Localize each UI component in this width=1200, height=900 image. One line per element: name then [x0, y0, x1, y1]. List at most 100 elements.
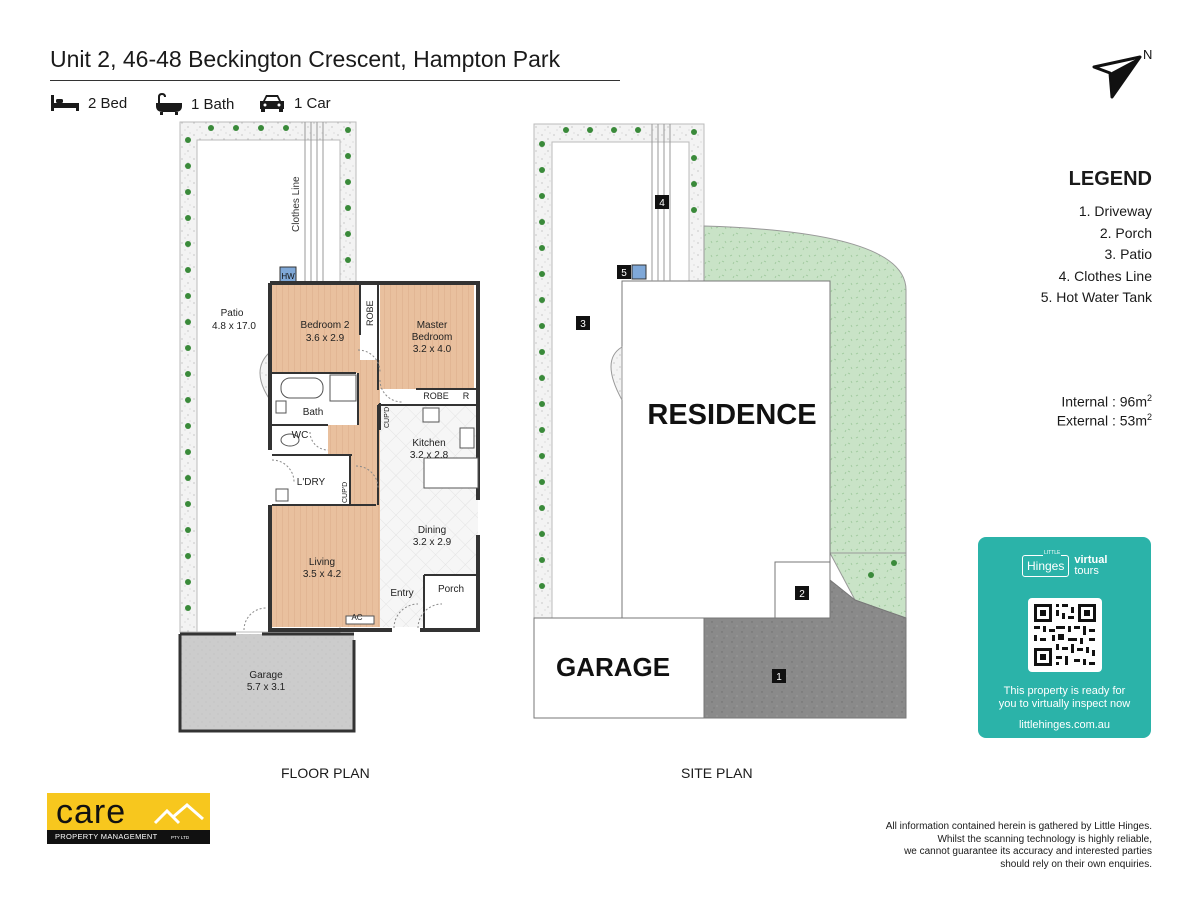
- cupd-upper-label: CUP'D: [384, 407, 391, 428]
- clothes-line-label: Clothes Line: [291, 176, 302, 232]
- legend-item: 5. Hot Water Tank: [1040, 289, 1152, 305]
- ac-label: AC: [351, 613, 362, 622]
- page-title: Unit 2, 46-48 Beckington Crescent, Hampt…: [50, 46, 561, 72]
- patio-dims: 4.8 x 17.0: [212, 321, 256, 332]
- legend-item: 1. Driveway: [1078, 203, 1152, 219]
- baths-label: 1 Bath: [191, 95, 235, 113]
- marker-4-label: 4: [659, 198, 665, 209]
- garden-plants: [185, 125, 351, 611]
- basin-icon: [275, 400, 287, 414]
- logo-little: LITTLE: [1043, 550, 1062, 556]
- external-area-label: External : 53m: [1056, 412, 1147, 429]
- kitchen-sink-icon: [459, 427, 475, 449]
- internal-area: Internal : 96m2: [1061, 393, 1152, 410]
- toilet-icon: [280, 433, 300, 447]
- title-divider: [50, 80, 620, 81]
- living-label: Living: [309, 557, 335, 568]
- wc-label: WC: [292, 430, 309, 441]
- kitchen-label: Kitchen: [412, 438, 445, 449]
- internal-area-label: Internal : 96m: [1061, 393, 1147, 410]
- kitchen-dims: 3.2 x 2.8: [410, 450, 449, 461]
- houses-icon: [153, 803, 204, 825]
- marker-2: [795, 586, 809, 600]
- legend-item: 2. Porch: [1099, 224, 1152, 241]
- external-area-unit: 2: [1146, 412, 1152, 422]
- care-logo-word: care: [56, 793, 127, 831]
- marker-5: [617, 265, 631, 279]
- living-dims: 3.5 x 4.2: [303, 569, 342, 580]
- bath-label: Bath: [303, 407, 324, 418]
- beds-label: 2 Bed: [88, 94, 128, 112]
- cooktop-icon: [422, 407, 440, 423]
- beds-stat: 2 Bed: [50, 93, 127, 113]
- dining-dims: 3.2 x 2.9: [413, 537, 452, 548]
- house-walls: [268, 281, 480, 632]
- logo-tours: tours: [1074, 565, 1099, 577]
- kitchen-island: [423, 457, 479, 489]
- baths-stat: 1 Bath: [155, 93, 234, 115]
- dining-label: Dining: [418, 525, 446, 536]
- ac-unit: [345, 615, 375, 625]
- garage-label: Garage: [249, 670, 283, 681]
- robe-upper-label: ROBE: [365, 300, 375, 326]
- cars-label: 1 Car: [294, 94, 331, 112]
- cars-stat: 1 Car: [258, 93, 331, 113]
- bedroom2-label: Bedroom 2: [301, 320, 350, 331]
- site-hw-tank: [631, 264, 647, 280]
- marker-3: [576, 316, 590, 330]
- marker-5-label: 5: [621, 268, 627, 279]
- logo-hinges: Hinges: [1027, 559, 1065, 573]
- legend-list: 1. Driveway 2. Porch 3. Patio 4. Clothes…: [1041, 201, 1152, 309]
- care-logo-ptyltd: PTY LTD: [171, 835, 190, 840]
- virtual-tour-text: This property is ready for you to virtua…: [978, 685, 1151, 711]
- site-plan: RESIDENCE GARAGE 1 2 3 4 5: [533, 123, 907, 719]
- patio-label: Patio: [221, 308, 244, 319]
- bed-icon: [51, 95, 79, 111]
- laundry-label: L'DRY: [297, 477, 326, 488]
- virtual-tour-text-2: you to virtually inspect now: [998, 698, 1131, 710]
- external-area: External : 53m2: [1057, 412, 1152, 429]
- site-garage-label: GARAGE: [556, 652, 670, 682]
- bathtub-icon: [156, 93, 182, 115]
- entry-label: Entry: [390, 588, 413, 599]
- marker-2-label: 2: [799, 589, 805, 600]
- disclaimer-line-3: we cannot guarantee its accuracy and int…: [904, 846, 1152, 857]
- cupd-lower-label: CUP'D: [342, 482, 349, 503]
- bedroom2-dims: 3.6 x 2.9: [306, 333, 345, 344]
- marker-1-label: 1: [776, 672, 782, 683]
- marker-1: [772, 669, 786, 683]
- internal-area-unit: 2: [1146, 393, 1152, 403]
- shower-icon: [329, 374, 357, 402]
- bathtub-icon: [280, 377, 324, 399]
- legend-item: 3. Patio: [1104, 246, 1152, 262]
- compass-north-label: N: [1143, 47, 1152, 62]
- master-label: Master: [417, 320, 448, 331]
- robe-r-label: R: [463, 391, 470, 401]
- legend-title: LEGEND: [1068, 168, 1152, 190]
- floor-plan: Clothes Line Patio 4.8 x 17.0 HW: [178, 121, 480, 733]
- care-logo-subtitle: PROPERTY MANAGEMENT: [55, 832, 158, 841]
- garage-dims: 5.7 x 3.1: [247, 682, 286, 693]
- car-icon: [260, 95, 284, 112]
- site-plan-label: SITE PLAN: [681, 765, 753, 781]
- disclaimer-line-2: Whilst the scanning technology is highly…: [937, 833, 1152, 845]
- site-garden-plants: [539, 127, 897, 589]
- qr-code[interactable]: [1028, 598, 1102, 672]
- qr-code-icon: [1034, 604, 1096, 666]
- virtual-tour-card[interactable]: LITTLE Hinges virtual tours: [978, 537, 1151, 738]
- marker-4: [655, 195, 669, 209]
- virtual-tour-text-1: This property is ready for: [1003, 685, 1126, 697]
- porch-label: Porch: [438, 584, 464, 595]
- care-logo: care PROPERTY MANAGEMENT PTY LTD: [47, 793, 210, 844]
- north-compass: N: [1092, 47, 1152, 99]
- master-label-2: Bedroom: [412, 332, 453, 343]
- floor-plan-label: FLOOR PLAN: [281, 765, 370, 781]
- robe-lower-label: ROBE: [423, 391, 449, 401]
- legend-item: 4. Clothes Line: [1058, 267, 1152, 284]
- virtual-tour-url[interactable]: littlehinges.com.au: [1018, 719, 1111, 731]
- marker-3-label: 3: [580, 319, 586, 330]
- hw-label: HW: [281, 272, 295, 281]
- master-dims: 3.2 x 4.0: [413, 344, 452, 355]
- logo-virtual: virtual: [1074, 554, 1108, 566]
